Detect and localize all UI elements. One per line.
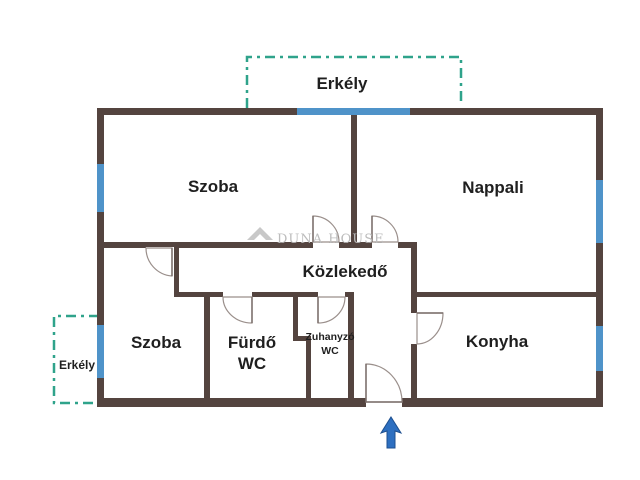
door-szoba-top[interactable] [312,215,340,249]
door-zuhanyzo[interactable] [317,291,346,324]
label-erkely-top: Erkély [316,74,368,93]
watermark-text: DUNA HOUSE [277,232,385,247]
watermark-house-icon [247,227,273,240]
window-szoba-bottom [97,325,104,378]
label-zuhanyzo-line2: WC [321,345,339,357]
label-szoba-top: Szoba [188,177,239,196]
balcony-left-outline [52,314,99,405]
watermark-logo: DUNA HOUSE [247,227,385,247]
label-furdo-line2: WC [238,354,266,373]
room-labels: Erkély Szoba Nappali Közlekedő Szoba Für… [59,74,529,373]
label-furdo-line1: Fürdő [228,333,276,352]
label-zuhanyzo-line1: Zuhanyzó [306,331,355,343]
label-szoba-bottom: Szoba [131,333,182,352]
doors [145,215,444,408]
door-furdo[interactable] [222,291,253,324]
balcony-outlines [52,55,463,405]
label-nappali: Nappali [462,178,523,197]
label-kozlekedo: Közlekedő [302,262,387,281]
window-nappali [596,180,603,243]
windows [97,108,603,378]
entrance-arrow-icon [379,416,403,449]
door-nappali[interactable] [371,215,399,249]
walls [97,108,603,407]
window-konyha [596,326,603,371]
window-szoba-top [97,164,104,212]
window-balcony-door [297,108,410,115]
door-entrance[interactable] [365,363,403,408]
balcony-top-outline [245,55,463,108]
door-szoba-bottom[interactable] [145,247,174,277]
door-konyha[interactable] [410,312,444,345]
label-konyha: Konyha [466,332,529,351]
label-erkely-left: Erkély [59,358,95,372]
